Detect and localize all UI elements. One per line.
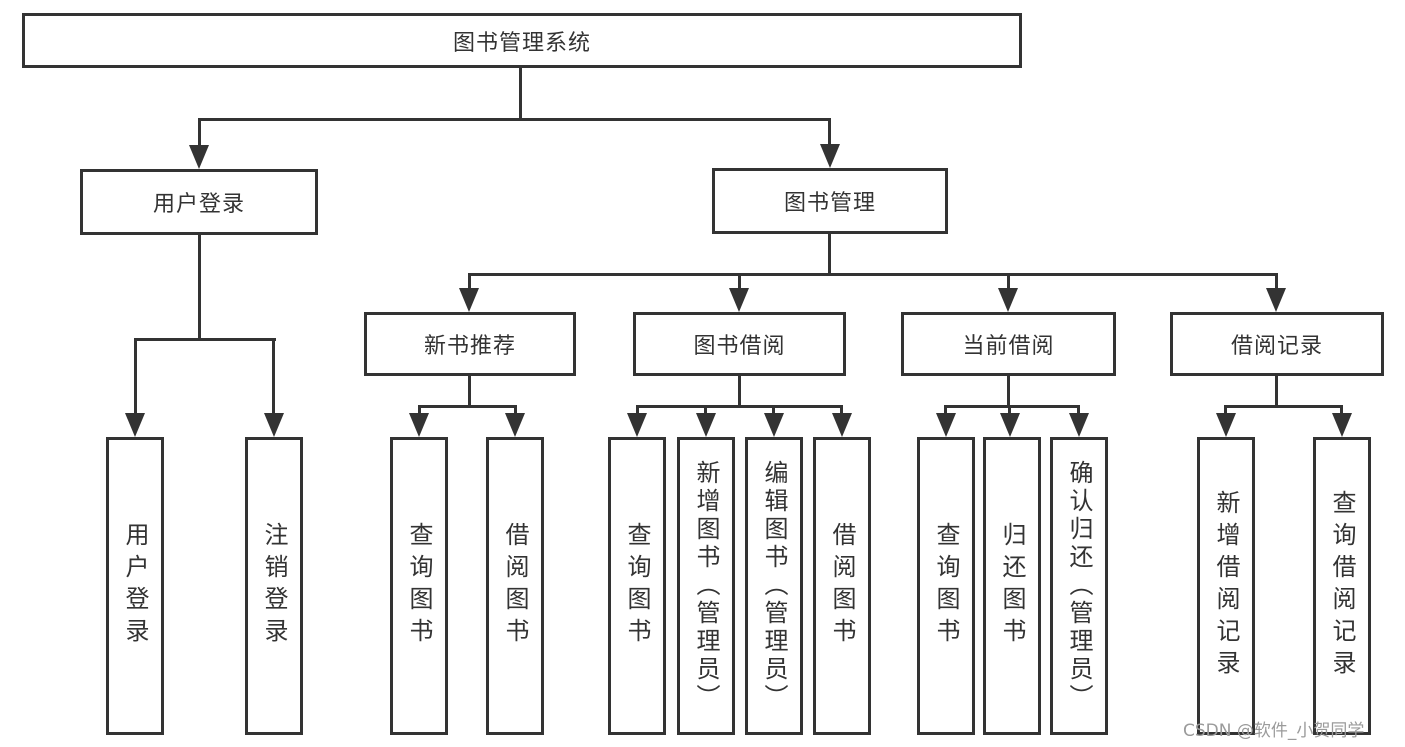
connector-line bbox=[1224, 405, 1227, 416]
node-new-book-recommend-label: 新书推荐 bbox=[423, 334, 516, 359]
arrowhead-down-icon bbox=[696, 413, 716, 437]
leaf-bb-query-book-label: 查询图书 bbox=[623, 522, 651, 650]
arrowhead-down-icon bbox=[189, 145, 209, 169]
leaf-cb-confirm-return-label: 确认归还（管理员） bbox=[1065, 460, 1093, 712]
connector-line bbox=[772, 405, 775, 416]
connector-line bbox=[468, 273, 471, 291]
connector-line bbox=[198, 235, 201, 341]
leaf-user-login-label: 用户登录 bbox=[121, 522, 149, 650]
connector-line bbox=[944, 405, 1080, 408]
arrowhead-down-icon bbox=[1266, 288, 1286, 312]
connector-line bbox=[738, 376, 741, 408]
connector-line bbox=[468, 376, 471, 408]
connector-line bbox=[514, 405, 517, 416]
connector-line bbox=[418, 405, 421, 416]
node-new-book-recommend: 新书推荐 bbox=[364, 312, 576, 376]
arrowhead-down-icon bbox=[505, 413, 525, 437]
connector-line bbox=[828, 234, 831, 276]
leaf-rec-query-book: 查询图书 bbox=[390, 437, 448, 735]
leaf-bb-add-book-label: 新增图书（管理员） bbox=[692, 460, 720, 712]
connector-line bbox=[134, 338, 276, 341]
node-current-borrow-label: 当前借阅 bbox=[962, 334, 1055, 359]
leaf-bb-edit-book-label: 编辑图书（管理员） bbox=[760, 460, 788, 712]
connector-line bbox=[704, 405, 707, 416]
connector-line bbox=[1007, 273, 1010, 291]
node-borrow-record: 借阅记录 bbox=[1170, 312, 1384, 376]
connector-line bbox=[134, 338, 137, 417]
connector-line bbox=[1007, 376, 1010, 408]
node-borrow-record-label: 借阅记录 bbox=[1230, 334, 1323, 359]
connector-line bbox=[636, 405, 639, 416]
node-book-management-label: 图书管理 bbox=[783, 191, 876, 216]
node-book-borrow: 图书借阅 bbox=[633, 312, 846, 376]
arrowhead-down-icon bbox=[264, 413, 284, 437]
arrowhead-down-icon bbox=[627, 413, 647, 437]
leaf-logout: 注销登录 bbox=[245, 437, 303, 735]
connector-line bbox=[636, 405, 843, 408]
arrowhead-down-icon bbox=[820, 144, 840, 168]
leaf-bb-borrow-book-label: 借阅图书 bbox=[828, 522, 856, 650]
arrowhead-down-icon bbox=[1332, 413, 1352, 437]
leaf-cb-return-book: 归还图书 bbox=[983, 437, 1041, 735]
connector-line bbox=[1077, 405, 1080, 416]
connector-line bbox=[1275, 376, 1278, 408]
leaf-bb-query-book: 查询图书 bbox=[608, 437, 666, 735]
arrowhead-down-icon bbox=[998, 288, 1018, 312]
connector-line bbox=[272, 338, 275, 417]
node-root-label: 图书管理系统 bbox=[452, 30, 591, 56]
leaf-bb-edit-book: 编辑图书（管理员） bbox=[745, 437, 803, 735]
leaf-rec-borrow-book: 借阅图书 bbox=[486, 437, 544, 735]
connector-line bbox=[1008, 405, 1011, 416]
connector-line bbox=[944, 405, 947, 416]
node-book-borrow-label: 图书借阅 bbox=[693, 334, 786, 359]
connector-line bbox=[1224, 405, 1343, 408]
connector-line bbox=[418, 405, 517, 408]
leaf-rec-query-book-label: 查询图书 bbox=[405, 522, 433, 650]
leaf-cb-query-book-label: 查询图书 bbox=[932, 522, 960, 650]
arrowhead-down-icon bbox=[729, 288, 749, 312]
leaf-cb-confirm-return: 确认归还（管理员） bbox=[1050, 437, 1108, 735]
node-current-borrow: 当前借阅 bbox=[901, 312, 1116, 376]
connector-line bbox=[1340, 405, 1343, 416]
watermark: CSDN @软件_小贺同学 bbox=[1183, 721, 1365, 741]
arrowhead-down-icon bbox=[1000, 413, 1020, 437]
leaf-cb-query-book: 查询图书 bbox=[917, 437, 975, 735]
arrowhead-down-icon bbox=[459, 288, 479, 312]
node-book-management: 图书管理 bbox=[712, 168, 948, 234]
node-root: 图书管理系统 bbox=[22, 13, 1022, 68]
leaf-logout-label: 注销登录 bbox=[260, 522, 288, 650]
leaf-br-add-record: 新增借阅记录 bbox=[1197, 437, 1255, 735]
connector-line bbox=[840, 405, 843, 416]
arrowhead-down-icon bbox=[832, 413, 852, 437]
leaf-br-query-record: 查询借阅记录 bbox=[1313, 437, 1371, 735]
connector-line bbox=[738, 273, 741, 291]
arrowhead-down-icon bbox=[936, 413, 956, 437]
leaf-br-add-record-label: 新增借阅记录 bbox=[1212, 490, 1240, 682]
leaf-bb-add-book: 新增图书（管理员） bbox=[677, 437, 735, 735]
arrowhead-down-icon bbox=[1216, 413, 1236, 437]
arrowhead-down-icon bbox=[1069, 413, 1089, 437]
arrowhead-down-icon bbox=[409, 413, 429, 437]
leaf-cb-return-book-label: 归还图书 bbox=[998, 522, 1026, 650]
node-user-login-label: 用户登录 bbox=[152, 192, 245, 217]
connector-line bbox=[198, 118, 201, 148]
node-user-login: 用户登录 bbox=[80, 169, 318, 235]
leaf-user-login: 用户登录 bbox=[106, 437, 164, 735]
leaf-bb-borrow-book: 借阅图书 bbox=[813, 437, 871, 735]
connector-line bbox=[1275, 273, 1278, 291]
leaf-rec-borrow-book-label: 借阅图书 bbox=[501, 522, 529, 650]
connector-line bbox=[519, 68, 522, 121]
leaf-br-query-record-label: 查询借阅记录 bbox=[1328, 490, 1356, 682]
arrowhead-down-icon bbox=[125, 413, 145, 437]
connector-line bbox=[468, 273, 1278, 276]
arrowhead-down-icon bbox=[764, 413, 784, 437]
connector-line bbox=[198, 118, 831, 121]
connector-line bbox=[828, 118, 831, 148]
